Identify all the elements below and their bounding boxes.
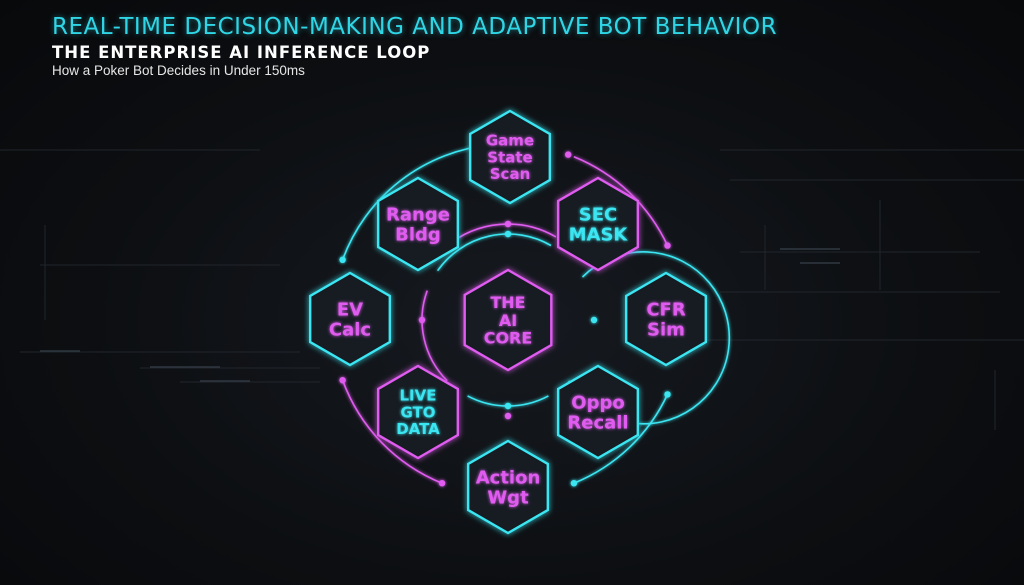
connector-dots	[339, 141, 671, 487]
node-sec-mask-label: MASK	[569, 225, 629, 246]
ai-core-node-label: CORE	[484, 329, 533, 348]
connector-dot	[664, 391, 671, 398]
node-live-gto-data-label: GTO	[400, 403, 435, 421]
node-action-wgt-hexagon	[467, 439, 549, 535]
node-sec-mask-hexagon	[557, 176, 639, 272]
connector-dot	[504, 230, 512, 238]
connector-dot	[664, 242, 671, 249]
connector-dot	[504, 402, 512, 410]
node-ev-calc-label: Calc	[329, 320, 371, 341]
page-subtitle: THE ENTERPRISE AI INFERENCE LOOP	[52, 43, 431, 62]
inner-arc-top-magenta	[445, 223, 557, 248]
inner-arc-top	[436, 233, 552, 272]
node-game-state-scan-hexagon	[469, 109, 551, 205]
node-ev-calc-label: EV	[337, 299, 363, 320]
node-cfr-sim-label: CFR	[646, 299, 686, 320]
node-sec-mask-label: SEC	[579, 204, 617, 225]
node-range-bldg-label: Range	[386, 204, 450, 225]
node-game-state-scan-label: Game	[486, 132, 534, 150]
connector-dot	[504, 220, 512, 228]
connector-dot	[504, 412, 512, 420]
node-action-wgt-label: Wgt	[487, 488, 529, 509]
node-range-bldg-hexagon	[377, 176, 459, 272]
page-caption: How a Poker Bot Decides in Under 150ms	[52, 63, 305, 78]
process-nodes: THEAICOREGameStateScanSECMASKCFRSimOppoR…	[309, 109, 707, 535]
connector-dot	[565, 151, 572, 158]
node-live-gto-data-hexagon	[377, 364, 459, 460]
node-oppo-recall-label: Recall	[567, 413, 628, 434]
outer-arc-cyan-right	[573, 394, 669, 484]
node-live-gto-data-label: LIVE	[400, 387, 437, 405]
connector-dot	[339, 256, 346, 263]
outer-arc-cyan-left	[341, 143, 493, 261]
ai-core-node-label: AI	[499, 311, 517, 330]
outer-arc-magenta-left	[341, 379, 443, 484]
connector-dot	[438, 480, 446, 487]
ai-core-node-hexagon	[463, 268, 553, 372]
connector-dot	[570, 480, 578, 487]
outer-loop-ring	[341, 143, 669, 484]
inner-arc-left	[421, 290, 448, 382]
outer-arc-magenta-right	[573, 156, 669, 246]
header: REAL-TIME DECISION-MAKING AND ADAPTIVE B…	[52, 14, 777, 78]
ai-core-node-label: THE	[490, 293, 525, 312]
node-oppo-recall-label: Oppo	[571, 392, 624, 413]
connector-dot	[418, 316, 426, 324]
node-ev-calc-hexagon	[309, 271, 391, 367]
node-live-gto-data-label: DATA	[396, 420, 440, 438]
node-cfr-sim-hexagon	[625, 271, 707, 367]
node-action-wgt-label: Action	[476, 467, 541, 488]
connector-dot	[590, 316, 598, 324]
node-game-state-scan-label: State	[487, 148, 532, 166]
connector-dot	[339, 377, 346, 384]
node-oppo-recall-hexagon	[557, 364, 639, 460]
node-game-state-scan-label: Scan	[490, 165, 531, 183]
node-cfr-sim-label: Sim	[647, 320, 685, 341]
page-title: REAL-TIME DECISION-MAKING AND ADAPTIVE B…	[52, 14, 778, 40]
node-range-bldg-label: Bldg	[395, 225, 441, 246]
